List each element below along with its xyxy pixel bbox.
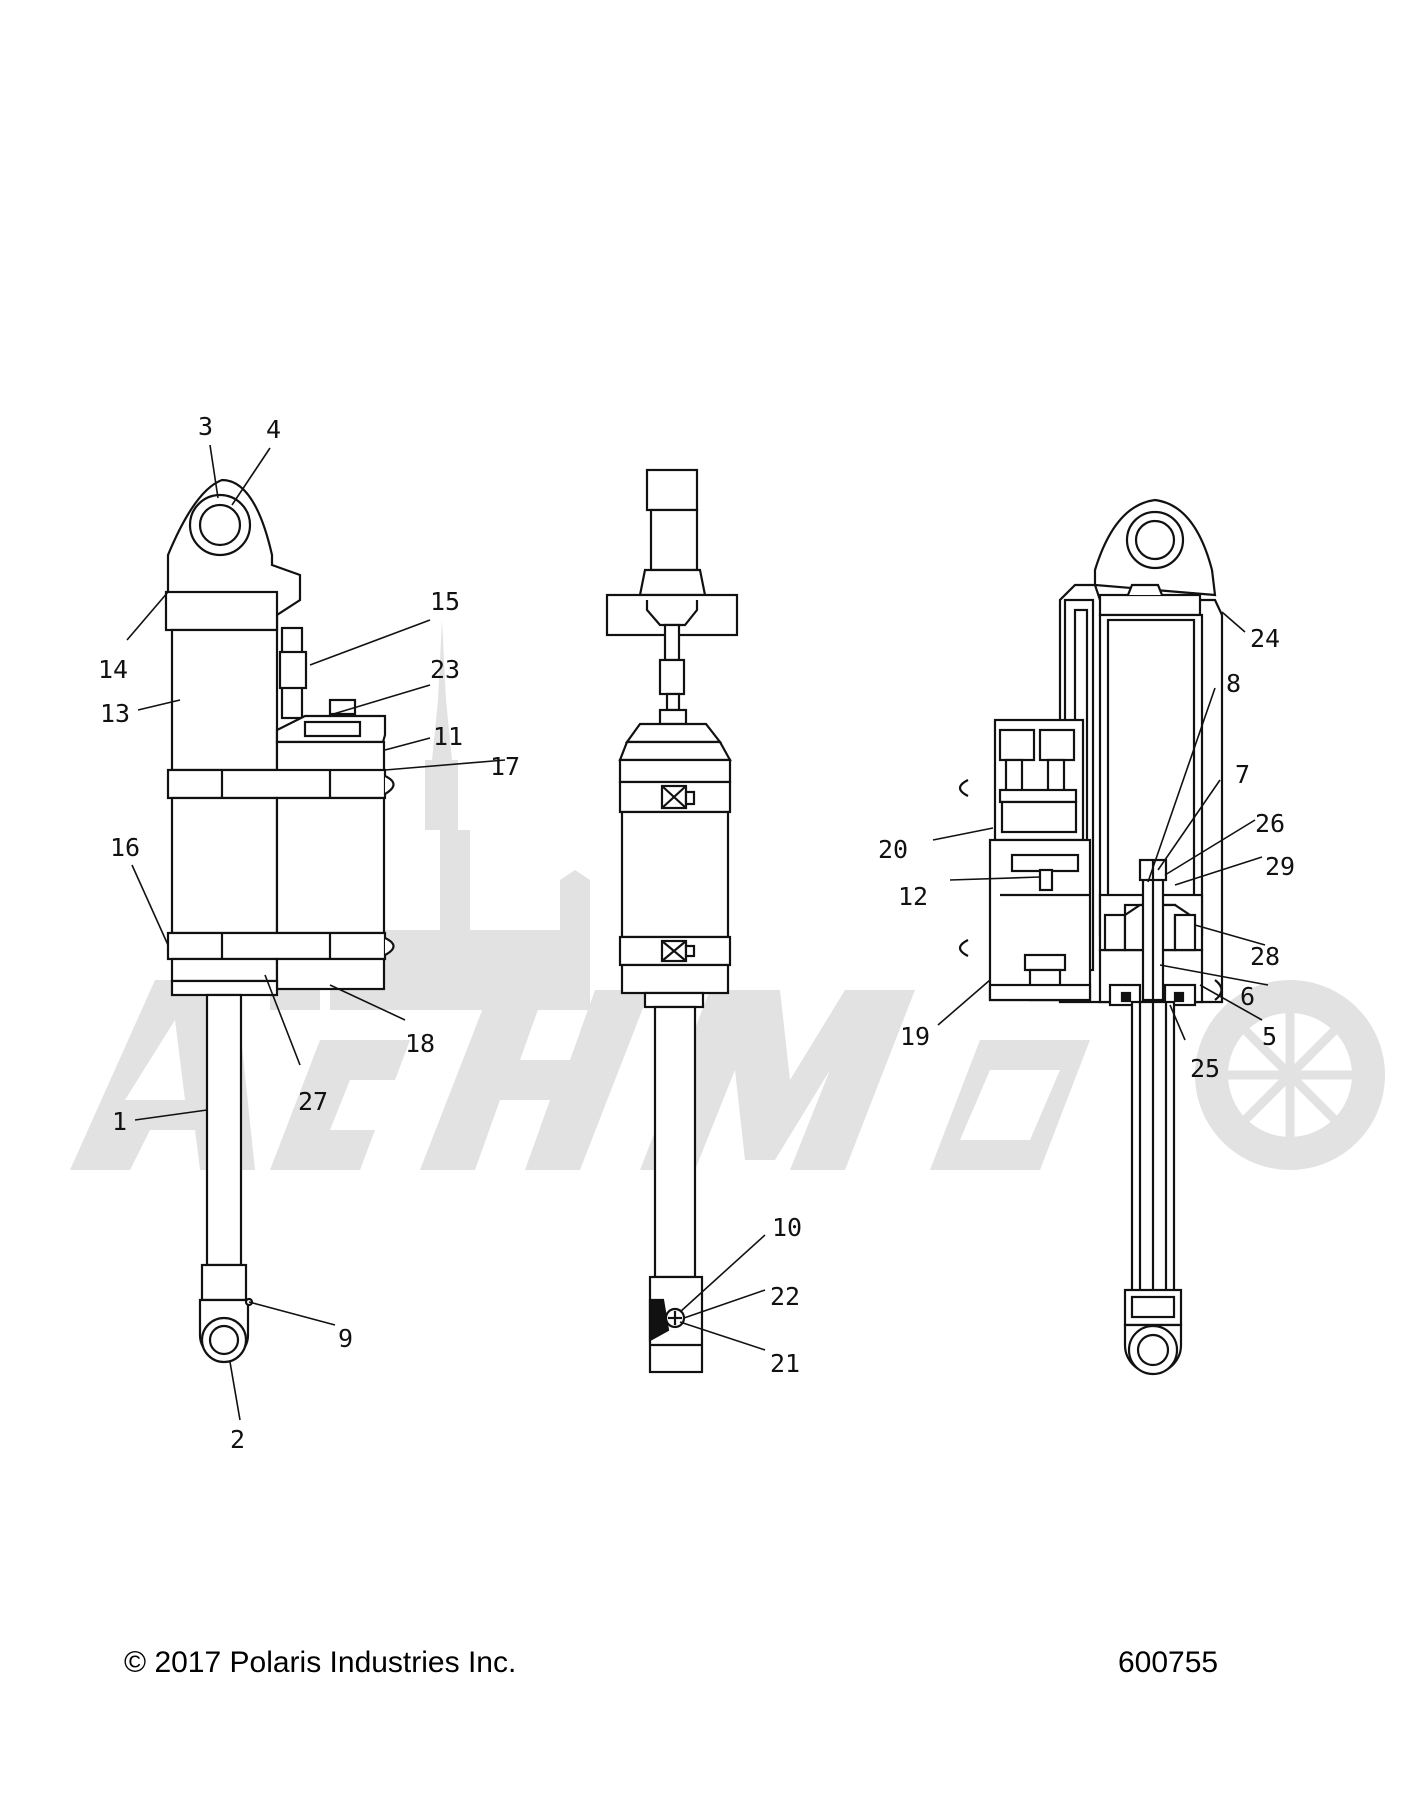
callout-14: 14 [98,655,128,684]
callout-16: 16 [110,833,140,862]
center-shock-view [605,468,739,1374]
callout-27: 27 [298,1087,328,1116]
callout-2: 2 [230,1425,245,1454]
callout-12: 12 [898,882,928,911]
callout-21: 21 [770,1349,800,1378]
callout-8: 8 [1226,669,1241,698]
callout-18: 18 [405,1029,435,1058]
callout-11: 11 [433,722,463,751]
callout-6: 6 [1240,982,1255,1011]
callout-26: 26 [1255,809,1285,838]
callout-3: 3 [198,412,213,441]
diagram-number: 600755 [1118,1646,1219,1679]
callout-9: 9 [338,1324,353,1353]
right-shock-section-view [958,498,1224,1376]
callout-20: 20 [878,835,908,864]
callout-7: 7 [1235,760,1250,789]
callout-4: 4 [266,415,281,444]
callout-1: 1 [112,1107,127,1136]
callout-5: 5 [1262,1022,1277,1051]
watermark-wheel-spokes [1228,1013,1352,1137]
callout-13: 13 [100,699,130,728]
callout-23: 23 [430,655,460,684]
callout-22: 22 [770,1282,800,1311]
callout-19: 19 [900,1022,930,1051]
callout-17: 17 [490,752,520,781]
callout-15: 15 [430,587,460,616]
copyright-text: © 2017 Polaris Industries Inc. [124,1646,517,1679]
callout-10: 10 [772,1213,802,1242]
callout-28: 28 [1250,942,1280,971]
callout-29: 29 [1265,852,1295,881]
callout-labels: 1 2 3 4 5 6 7 8 9 10 11 12 13 14 15 16 1… [98,412,1295,1454]
left-shock-view [164,478,395,1364]
leader-lines [126,444,1269,1421]
callout-25: 25 [1190,1054,1220,1083]
callout-24: 24 [1250,624,1280,653]
